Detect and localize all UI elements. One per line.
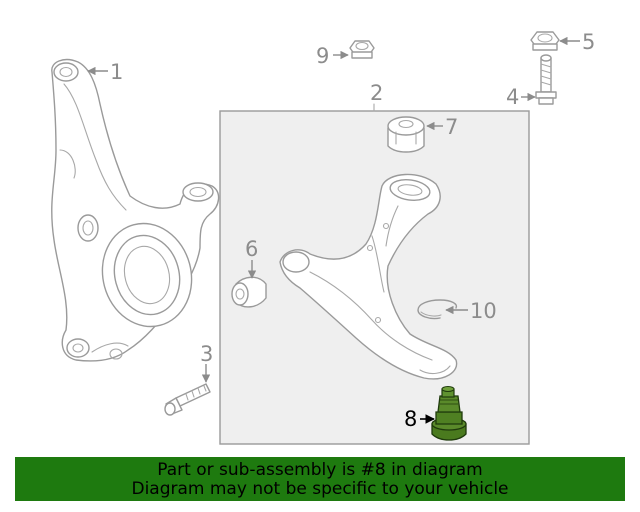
steering-knuckle[interactable] bbox=[51, 58, 220, 362]
bushing-6[interactable] bbox=[231, 276, 267, 308]
callout-2: 2 bbox=[370, 81, 383, 105]
banner-line-2: Diagram may not be specific to your vehi… bbox=[131, 479, 509, 499]
callout-8: 8 bbox=[404, 407, 417, 431]
bolt-3[interactable] bbox=[164, 383, 211, 416]
callout-6: 6 bbox=[245, 237, 258, 261]
callout-9: 9 bbox=[316, 44, 329, 68]
notice-banner: Part or sub-assembly is #8 in diagram Di… bbox=[15, 457, 625, 501]
lower-control-arm[interactable] bbox=[279, 173, 458, 380]
snap-ring-10[interactable] bbox=[417, 299, 458, 320]
parts-diagram: 1 2 3 4 5 6 7 bbox=[51, 30, 595, 445]
nut-9[interactable] bbox=[349, 40, 375, 59]
bolt-4[interactable] bbox=[535, 54, 557, 105]
callout-1: 1 bbox=[110, 60, 123, 84]
banner-line-1: Part or sub-assembly is #8 in diagram bbox=[157, 460, 483, 480]
callout-3: 3 bbox=[200, 342, 213, 366]
nut-5[interactable] bbox=[530, 31, 560, 51]
callout-4: 4 bbox=[506, 85, 519, 109]
callout-5: 5 bbox=[582, 30, 595, 54]
callout-7: 7 bbox=[445, 115, 458, 139]
ball-joint-8-highlighted[interactable] bbox=[431, 386, 467, 441]
bushing-7[interactable] bbox=[387, 116, 425, 153]
callout-10: 10 bbox=[470, 299, 497, 323]
